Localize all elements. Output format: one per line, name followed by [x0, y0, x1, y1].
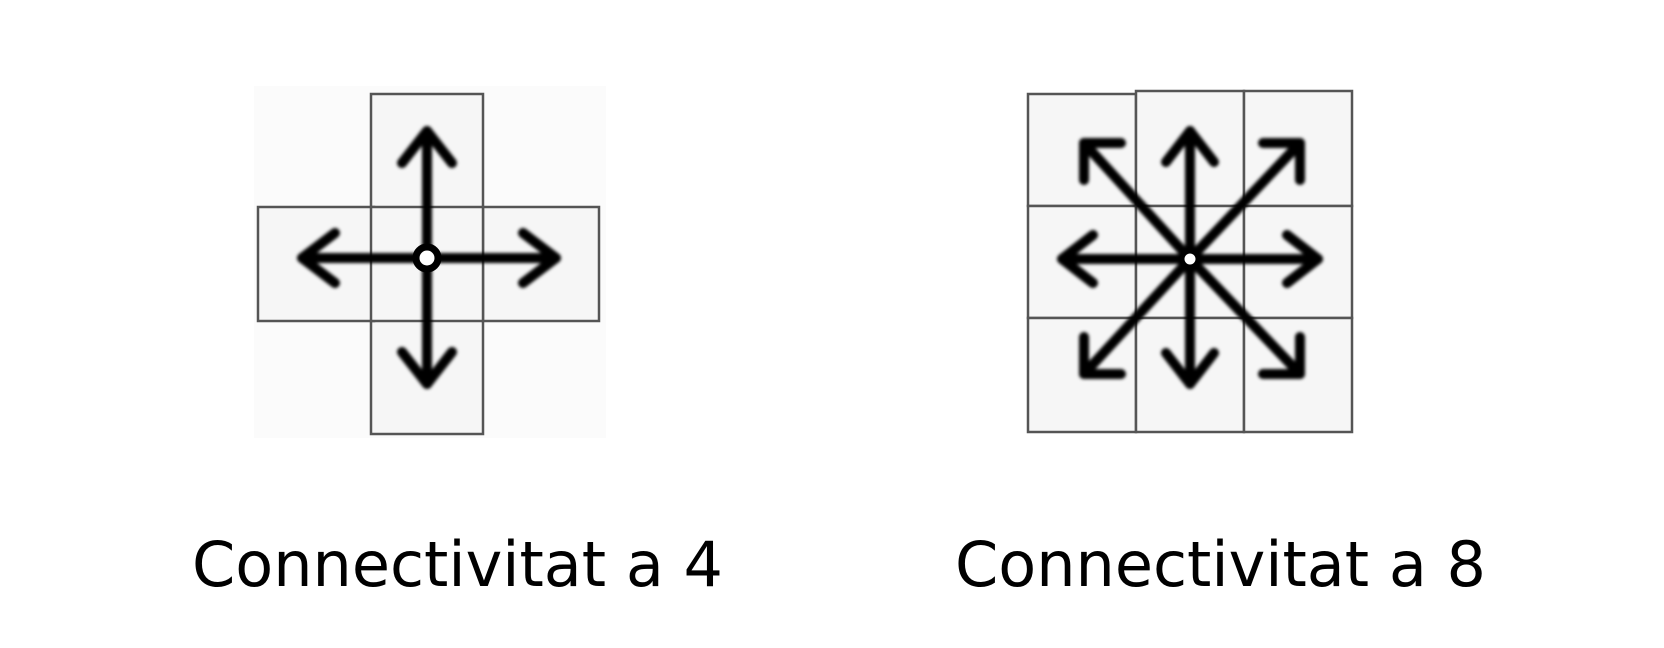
- arrow-down-left: [1079, 254, 1195, 379]
- arrows: [297, 126, 561, 389]
- arrow-left-head: [1057, 230, 1098, 288]
- arrow-down-right: [1185, 254, 1305, 379]
- arrow-down-right-head: [1258, 332, 1305, 379]
- arrow-up-head: [397, 126, 457, 168]
- arrow-up-head: [1161, 126, 1219, 167]
- arrow-up-right: [1185, 138, 1305, 264]
- arrow-left-head: [297, 228, 340, 288]
- center-pixel: [1179, 248, 1201, 270]
- arrow-up-right-head: [1258, 138, 1305, 185]
- arrow-up-left-head: [1079, 138, 1126, 185]
- arrows: [1057, 126, 1323, 389]
- connectivity-8-diagram: [1000, 0, 1380, 460]
- arrow-right-head: [1282, 230, 1323, 288]
- connectivity-8-figure: [1026, 89, 1354, 434]
- center-pixel: [412, 243, 442, 273]
- caption-connectivity-4: Connectivitat a 4: [192, 528, 723, 601]
- connectivity-4-figure: [254, 86, 606, 438]
- arrow-down-left-head: [1079, 332, 1126, 379]
- caption-connectivity-8: Connectivitat a 8: [955, 528, 1486, 601]
- arrow-right-head: [518, 228, 561, 288]
- arrow-down-head: [397, 347, 457, 389]
- connectivity-4-diagram: [240, 0, 620, 460]
- arrow-up-left: [1079, 138, 1195, 264]
- arrow-down-head: [1161, 348, 1219, 389]
